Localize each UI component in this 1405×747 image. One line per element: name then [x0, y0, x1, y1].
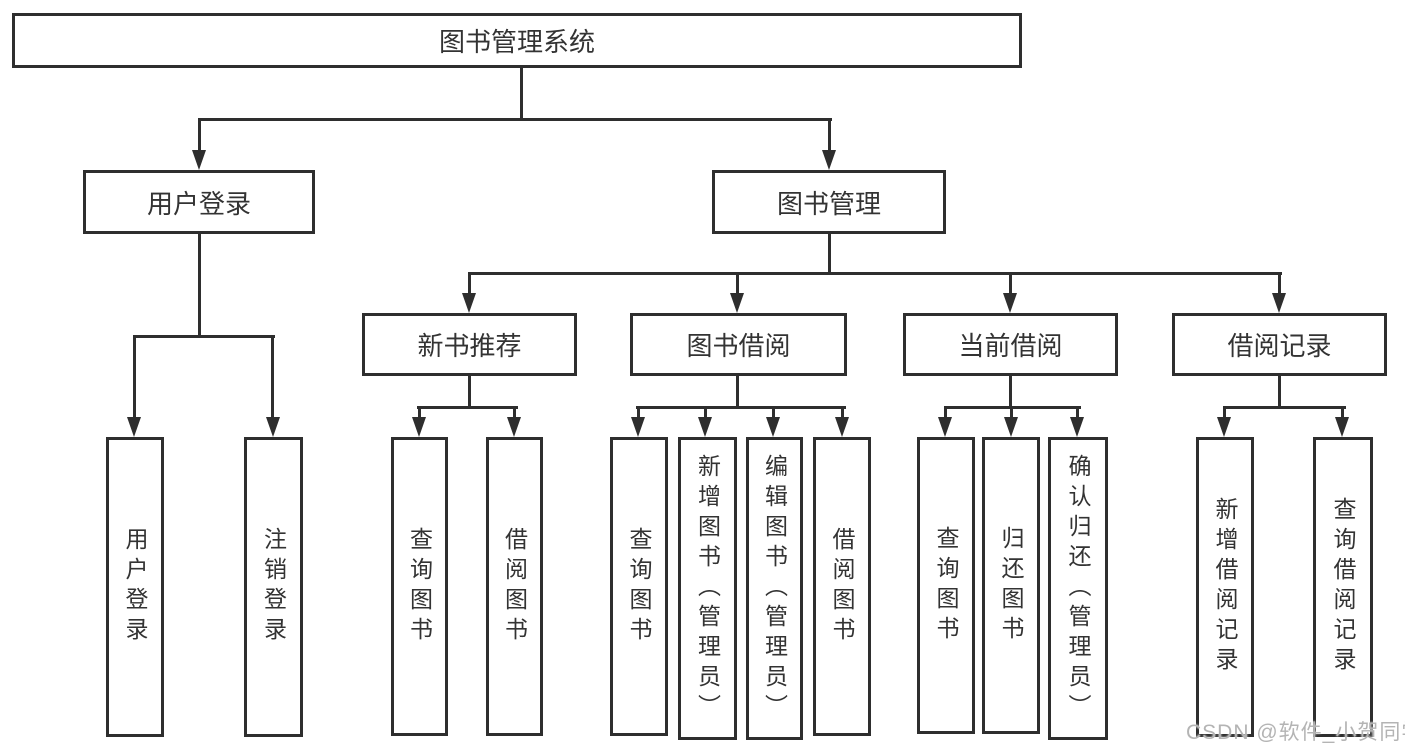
connector-line	[736, 376, 739, 409]
node-label: 图书管理系统	[438, 27, 595, 57]
arrowhead-down	[698, 417, 712, 437]
arrowhead-down	[1335, 417, 1349, 437]
leaf-confirm-return-admin: 确认归还（管理员）	[1048, 437, 1108, 740]
connector-line	[1341, 406, 1344, 421]
connector-line	[1076, 406, 1079, 421]
arrowhead-down	[192, 150, 206, 170]
connector-line	[418, 406, 421, 421]
leaf-borrow-books-recommend: 借阅图书	[486, 437, 543, 736]
connector-line	[1010, 406, 1013, 421]
node-label: 用户登录	[146, 188, 251, 219]
node-label: 注销登录	[260, 527, 287, 647]
arrowhead-down	[462, 293, 476, 313]
leaf-edit-books-admin: 编辑图书（管理员）	[746, 437, 803, 740]
arrowhead-down	[1272, 293, 1286, 313]
node-label: 新书推荐	[417, 331, 522, 361]
node-label: 归还图书	[998, 525, 1024, 646]
connector-line	[1009, 272, 1012, 297]
node-label: 借阅图书	[829, 526, 855, 647]
connector-line	[468, 376, 471, 409]
connector-line	[198, 118, 832, 121]
arrowhead-down	[835, 417, 849, 437]
leaf-add-books-admin: 新增图书（管理员）	[678, 437, 737, 740]
leaf-add-borrow-record: 新增借阅记录	[1196, 437, 1254, 737]
connector-line	[133, 335, 275, 338]
connector-line	[841, 406, 844, 421]
connector-line	[736, 272, 739, 297]
arrowhead-down	[1004, 417, 1018, 437]
connector-line	[1223, 406, 1226, 421]
node-label: 当前借阅	[958, 331, 1063, 361]
arrowhead-down	[1070, 417, 1084, 437]
leaf-borrow-books: 借阅图书	[813, 437, 871, 736]
connector-line	[271, 335, 274, 421]
arrowhead-down	[1003, 293, 1017, 313]
leaf-logout: 注销登录	[244, 437, 303, 737]
leaf-query-books-borrow: 查询图书	[610, 437, 668, 736]
connector-line	[772, 406, 775, 421]
node-library-management-system: 图书管理系统	[12, 13, 1022, 68]
connector-line	[513, 406, 516, 421]
connector-line	[1278, 272, 1281, 297]
leaf-query-books-current: 查询图书	[917, 437, 975, 734]
node-user-login: 用户登录	[83, 170, 315, 234]
leaf-return-books: 归还图书	[982, 437, 1040, 734]
node-book-management: 图书管理	[712, 170, 946, 234]
arrowhead-down	[127, 417, 141, 437]
leaf-query-borrow-record: 查询借阅记录	[1313, 437, 1373, 737]
arrowhead-down	[938, 417, 952, 437]
connector-line	[944, 406, 947, 421]
connector-line	[1223, 406, 1346, 409]
node-new-book-recommend: 新书推荐	[362, 313, 577, 376]
node-label: 查询图书	[933, 525, 959, 646]
csdn-watermark: CSDN @软件_小贺同学	[1186, 721, 1405, 744]
leaf-query-books-recommend: 查询图书	[391, 437, 448, 736]
connector-line	[198, 118, 201, 154]
node-label: 查询图书	[626, 526, 652, 647]
node-borrow-records: 借阅记录	[1172, 313, 1387, 376]
connector-line	[1009, 376, 1012, 409]
node-label: 查询借阅记录	[1330, 497, 1356, 677]
arrowhead-down	[822, 150, 836, 170]
connector-line	[704, 406, 707, 421]
arrowhead-down	[730, 293, 744, 313]
connector-line	[1278, 376, 1281, 409]
connector-line	[636, 406, 846, 409]
node-label: 图书管理	[776, 188, 881, 219]
arrowhead-down	[412, 417, 426, 437]
node-label: 确认归还（管理员）	[1065, 453, 1091, 724]
connector-line	[468, 272, 471, 297]
node-label: 借阅图书	[501, 526, 528, 647]
connector-line	[828, 118, 831, 154]
connector-line	[417, 406, 518, 409]
node-label: 查询图书	[406, 526, 433, 647]
connector-line	[133, 335, 136, 421]
node-label: 新增借阅记录	[1212, 497, 1238, 677]
connector-line	[198, 234, 201, 338]
leaf-user-login: 用户登录	[106, 437, 164, 737]
node-current-borrow: 当前借阅	[903, 313, 1118, 376]
node-label: 编辑图书（管理员）	[761, 453, 788, 724]
arrowhead-down	[507, 417, 521, 437]
arrowhead-down	[1217, 417, 1231, 437]
connector-line	[520, 68, 523, 121]
connector-line	[828, 234, 831, 275]
connector-line	[637, 406, 640, 421]
arrowhead-down	[266, 417, 280, 437]
node-label: 新增图书（管理员）	[694, 453, 721, 724]
arrowhead-down	[631, 417, 645, 437]
node-label: 借阅记录	[1227, 331, 1332, 361]
arrowhead-down	[766, 417, 780, 437]
connector-line	[468, 272, 1282, 275]
node-label: 图书借阅	[686, 331, 791, 361]
node-book-borrow: 图书借阅	[630, 313, 847, 376]
node-label: 用户登录	[122, 527, 148, 647]
